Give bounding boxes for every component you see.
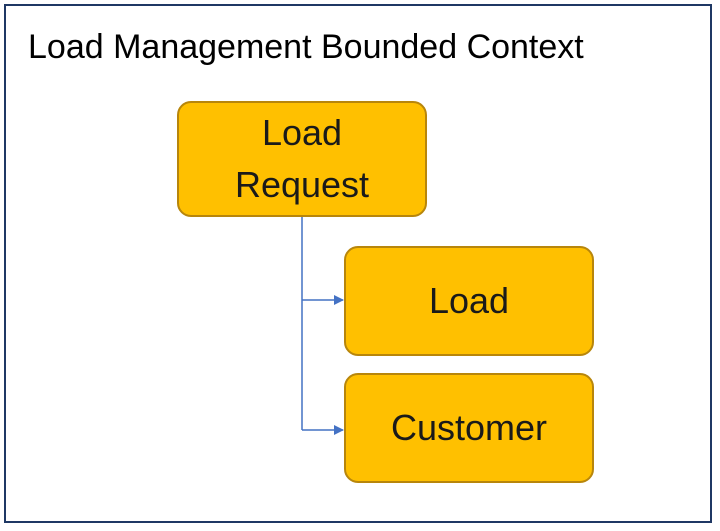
node-load-request-label-line-2: Request xyxy=(234,164,370,205)
node-load-label: Load xyxy=(428,280,510,321)
node-customer-label: Customer xyxy=(390,407,548,448)
node-customer: Customer xyxy=(344,373,594,483)
node-load-request-label-line-1: Load xyxy=(261,112,343,153)
node-load: Load xyxy=(344,246,594,356)
node-load-request: Load Request xyxy=(177,101,427,217)
bounded-context-title: Load Management Bounded Context xyxy=(28,28,584,66)
